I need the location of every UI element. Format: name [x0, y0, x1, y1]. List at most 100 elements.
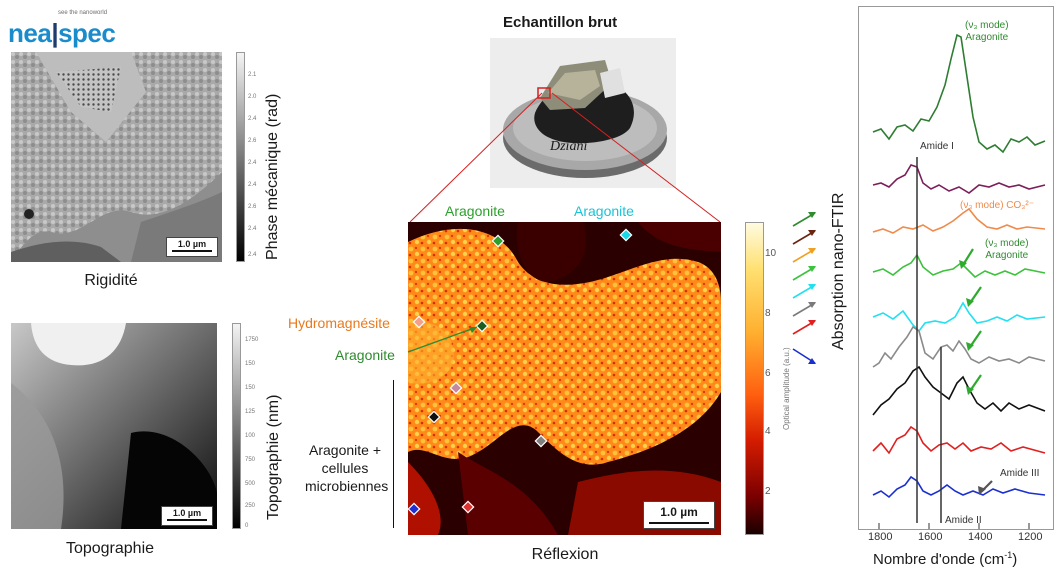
label-aragonite-cells-line3: microbiennes — [305, 478, 389, 494]
annot-v3-aragonite-mid-line2: Aragonite — [985, 250, 1029, 261]
spectrum-cyan — [872, 301, 1046, 333]
reflection-tick: 4 — [765, 426, 771, 437]
spectrum-red — [872, 425, 1046, 455]
annot-amide1: Amide I — [920, 141, 954, 152]
reflection-tick: 2 — [765, 486, 771, 497]
marker-blue — [408, 502, 421, 516]
label-aragonite-cells: Aragonite + cellules microbiennes — [305, 441, 389, 495]
spectrum-blue — [872, 475, 1046, 499]
reflection-scalebar: 1.0 µm — [643, 501, 715, 529]
annot-v3-aragonite-top-line1: (ν₃ mode) — [965, 20, 1009, 31]
rigidity-tick: 2.6 — [248, 204, 257, 210]
logo-part2: spec — [58, 18, 116, 48]
rigidity-scalebar: 1.0 µm — [166, 237, 218, 257]
reflection-scalebar-text: 1.0 µm — [660, 505, 698, 519]
sample-title: Echantillon brut — [503, 14, 618, 31]
reflection-tick: 10 — [765, 248, 777, 259]
rigidity-image — [11, 52, 222, 262]
reflection-caption: Réflexion — [531, 546, 599, 563]
rigidity-tick: 2.0 — [248, 94, 257, 100]
rigidity-tick: 2.4 — [248, 160, 257, 166]
spectrum-magenta — [872, 164, 1046, 194]
rigidity-tick: 2.4 — [248, 116, 257, 122]
marker-gray — [534, 434, 548, 448]
topography-scalebar-text: 1.0 µm — [172, 508, 202, 518]
spectra-xlabel-end: ) — [1012, 551, 1018, 568]
logo-part1: nea — [8, 18, 52, 48]
topography-colorbar — [232, 323, 241, 529]
topography-tick: 750 — [245, 457, 256, 463]
annot-v3-aragonite-top: (ν₃ mode) Aragonite — [965, 20, 1009, 44]
sample-handwriting: Dziani — [549, 139, 587, 154]
reflection-colorbar — [745, 222, 764, 535]
spectrum-gray — [872, 325, 1046, 368]
rigidity-colorbar-label: Phase mécanique (rad) — [264, 93, 281, 260]
topography-image — [11, 323, 217, 529]
topography-scalebar: 1.0 µm — [161, 506, 213, 526]
reflection-scalebar-line — [649, 522, 709, 524]
x-tick-label: 1200 — [1018, 531, 1043, 543]
reflection-tick: 8 — [765, 308, 771, 319]
reflection-tick: 6 — [765, 368, 771, 379]
rigidity-scalebar-line — [172, 250, 212, 252]
marker-mauve — [449, 381, 463, 395]
annot-amide2: Amide II — [945, 515, 982, 526]
topography-tick: 500 — [245, 481, 256, 487]
x-tick-label: 1400 — [968, 531, 993, 543]
topography-tick: 250 — [245, 503, 256, 509]
spectra-frame — [858, 6, 1054, 530]
reflection-colorbar-ticks: 10 8 6 4 2 — [765, 222, 783, 535]
spectra-plot — [872, 33, 1046, 529]
rigidity-colorbar-ticks: 2.1 2.0 2.4 2.6 2.4 2.4 2.6 2.4 2.4 — [248, 52, 266, 262]
topography-tick: 150 — [245, 361, 256, 367]
sample-photo: Dziani — [490, 38, 676, 188]
label-aragonite-top-right: Aragonite — [574, 203, 634, 219]
spectrum-black — [872, 365, 1046, 416]
rigidity-tick: 2.4 — [248, 252, 257, 258]
reflection-map — [408, 222, 721, 535]
neaspec-logo: see the nanoworld nea|spec — [8, 8, 118, 50]
topography-map: 1.0 µm — [11, 323, 217, 529]
rigidity-colorbar — [236, 52, 245, 262]
label-aragonite-cells-line1: Aragonite + — [309, 442, 381, 458]
label-aragonite-left: Aragonite — [335, 347, 395, 363]
spectra-ylabel: Absorption nano-FTIR — [830, 192, 847, 350]
label-aragonite-top-left: Aragonite — [445, 203, 505, 219]
annot-v3-aragonite-mid-line1: (ν₃ mode) — [985, 238, 1029, 249]
spectra-xlabel-sup: -1 — [1004, 550, 1013, 560]
annot-v3-aragonite-top-line2: Aragonite — [965, 32, 1009, 43]
x-tick-label: 1800 — [868, 531, 893, 543]
marker-aragonite-green — [491, 234, 505, 248]
rigidity-tick: 2.4 — [248, 226, 257, 232]
x-tick-label: 1600 — [918, 531, 943, 543]
aragonite-cells-bracket — [393, 380, 394, 528]
label-hydromagnesite: Hydromagnésite — [288, 315, 390, 331]
marker-hydromagnesite — [412, 315, 426, 329]
logo-separator: | — [51, 18, 59, 48]
spectrum-lime — [872, 253, 1046, 279]
topography-tick: 0 — [245, 523, 249, 529]
rigidity-tick: 2.1 — [248, 72, 257, 78]
spectrum-aragonite-green — [872, 33, 1046, 154]
spectra-xlabel-main: Nombre d'onde (cm — [873, 551, 1005, 568]
topography-tick: 125 — [245, 409, 256, 415]
annot-amide3: Amide III — [1000, 468, 1040, 479]
rigidity-tick: 2.6 — [248, 138, 257, 144]
spectra-x-ticks: 1800 1600 1400 1200 — [858, 531, 1054, 545]
logo-wordmark: nea|spec — [8, 18, 116, 49]
topography-caption: Topographie — [65, 540, 155, 557]
rigidity-map: 1.0 µm — [11, 52, 222, 262]
reflection-markers — [408, 228, 633, 516]
annot-v3-co3: (ν₃ mode) CO₃²⁻ — [960, 200, 1034, 211]
marker-aragonite-cyan — [619, 228, 633, 242]
marker-aragonite-dark — [475, 319, 489, 333]
topography-tick: 150 — [245, 385, 256, 391]
topography-scalebar-line — [167, 519, 207, 521]
topography-tick: 100 — [245, 433, 256, 439]
rigidity-caption: Rigidité — [84, 272, 138, 289]
marker-red — [461, 500, 475, 514]
hydromagnesite-pointer — [407, 326, 478, 353]
spectrum-orange — [872, 207, 1046, 234]
topography-tick: 1750 — [245, 337, 259, 343]
rigidity-tick: 2.4 — [248, 182, 257, 188]
